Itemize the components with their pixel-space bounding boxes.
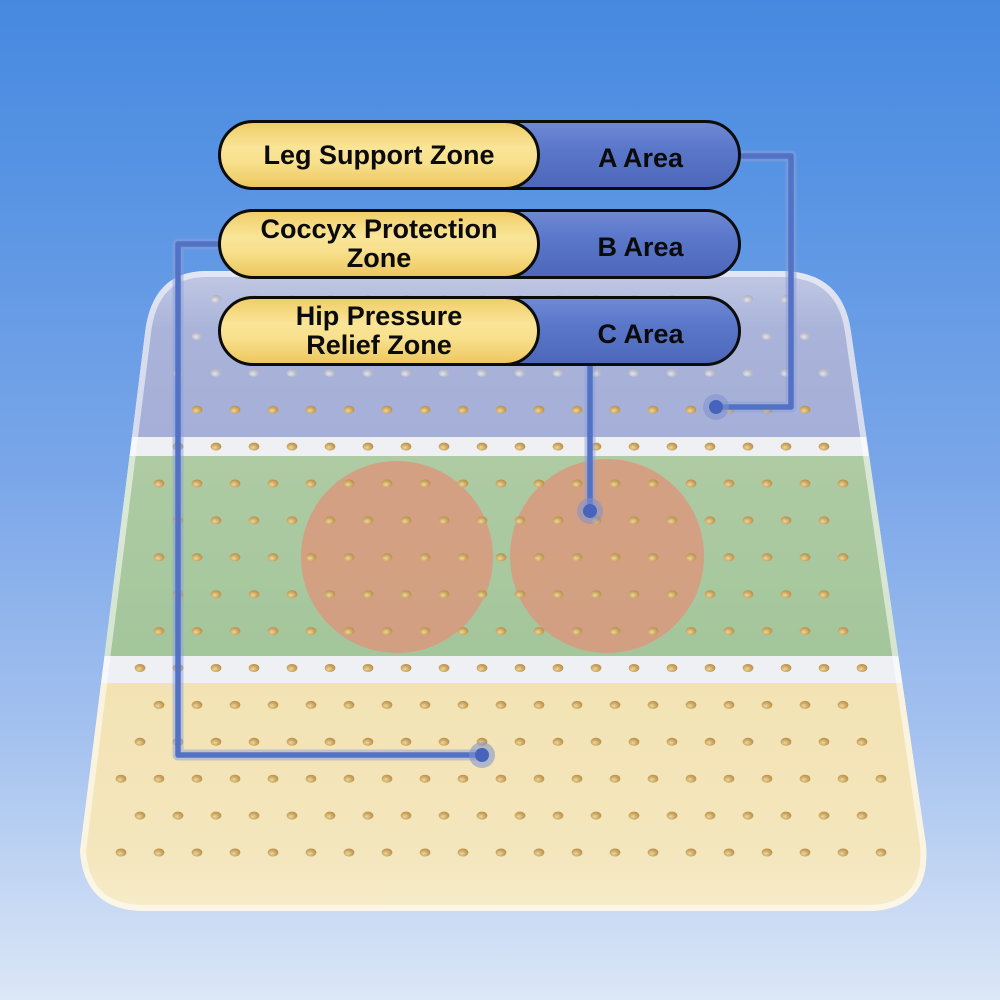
zone-pill-a: Leg Support Zone bbox=[218, 120, 540, 190]
zone-label-b: Coccyx Protection Zone bbox=[260, 214, 498, 273]
pressure-circle-right bbox=[510, 459, 704, 653]
connector-c-endpoint-dot bbox=[583, 504, 597, 518]
connector-a-line bbox=[716, 153, 794, 410]
connector-lines bbox=[172, 150, 797, 768]
pressure-circles bbox=[301, 459, 704, 653]
connector-a-endpoint-dot bbox=[709, 400, 723, 414]
area-label-a: A Area bbox=[597, 142, 684, 173]
connector-b-line bbox=[175, 241, 482, 758]
area-label-b: B Area bbox=[597, 231, 684, 262]
zone-label-a: Leg Support Zone bbox=[263, 139, 495, 170]
zone-pill-c: Hip Pressure Relief Zone bbox=[218, 296, 540, 366]
zone-c-band bbox=[80, 683, 927, 911]
pressure-circle-left bbox=[301, 461, 493, 653]
zone-pill-b: Coccyx Protection Zone bbox=[218, 209, 540, 279]
cushion-body bbox=[80, 271, 927, 911]
zone-label-c: Hip Pressure Relief Zone bbox=[295, 301, 463, 360]
callout-row-c: C Area Hip Pressure Relief Zone bbox=[0, 296, 1000, 366]
cushion-edge-highlight bbox=[80, 271, 927, 911]
area-label-c: C Area bbox=[597, 318, 684, 349]
connector-b-endpoint-dot bbox=[475, 748, 489, 762]
callout-row-b: B Area Coccyx Protection Zone bbox=[0, 209, 1000, 279]
callout-row-a: A Area Leg Support Zone bbox=[0, 120, 1000, 190]
